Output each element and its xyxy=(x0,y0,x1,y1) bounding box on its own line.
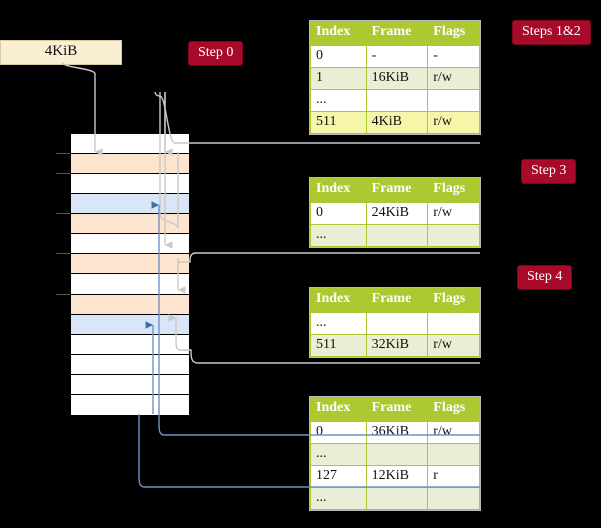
memory-tick xyxy=(56,173,70,175)
column-header-flags: Flags xyxy=(427,397,480,422)
column-header-frame: Frame xyxy=(365,21,429,46)
cell-index: ... xyxy=(310,89,367,112)
memory-row-free xyxy=(71,274,189,295)
cell-flags: - xyxy=(427,45,480,68)
cell-frame xyxy=(365,224,429,247)
cell-index: 0 xyxy=(310,202,367,225)
cell-flags: r/w xyxy=(427,202,480,225)
column-header-frame: Frame xyxy=(365,288,429,313)
cell-flags: r/w xyxy=(427,334,480,357)
cell-index: ... xyxy=(310,312,367,335)
column-header-frame: Frame xyxy=(365,178,429,203)
wire-step3-in xyxy=(178,252,480,263)
cell-index: ... xyxy=(310,487,367,510)
table-row: ... xyxy=(310,312,480,335)
cell-flags: r xyxy=(427,465,480,488)
cell-frame: 16KiB xyxy=(365,67,429,90)
memory-row-table xyxy=(71,314,189,335)
memory-row-free xyxy=(71,234,189,255)
cell-frame xyxy=(365,487,429,510)
table-row: ... xyxy=(310,224,480,247)
column-header-index: Index xyxy=(310,21,367,46)
memory-row-frame xyxy=(71,294,189,315)
cell-index: 511 xyxy=(310,334,367,357)
memory-tick xyxy=(56,293,70,295)
cell-frame xyxy=(365,312,429,335)
column-header-flags: Flags xyxy=(427,178,480,203)
cell-index: 511 xyxy=(310,111,367,134)
cell-flags xyxy=(427,443,480,466)
cell-flags xyxy=(427,89,480,112)
cell-index: 0 xyxy=(310,421,367,444)
cell-frame: 12KiB xyxy=(365,465,429,488)
physical-memory-column xyxy=(70,133,190,415)
cell-index: 0 xyxy=(310,45,367,68)
cell-frame: 24KiB xyxy=(365,202,429,225)
column-header-flags: Flags xyxy=(427,21,480,46)
cell-flags: r/w xyxy=(427,67,480,90)
memory-row-frame xyxy=(71,254,189,275)
column-header-frame: Frame xyxy=(365,397,429,422)
cell-frame: 32KiB xyxy=(365,334,429,357)
cell-flags: r/w xyxy=(427,111,480,134)
memory-row-frame xyxy=(71,154,189,175)
cell-frame xyxy=(365,443,429,466)
table-row: ... xyxy=(310,443,480,466)
badge-step-0: Step 0 xyxy=(188,41,244,66)
memory-row-free xyxy=(71,394,189,415)
cell-index: 1 xyxy=(310,67,367,90)
cell-index: ... xyxy=(310,224,367,247)
column-header-index: Index xyxy=(310,178,367,203)
cell-frame: - xyxy=(365,45,429,68)
memory-row-table xyxy=(71,194,189,215)
memory-row-free xyxy=(71,334,189,355)
memory-tick xyxy=(56,253,70,255)
memory-row-free xyxy=(71,174,189,195)
cell-index: ... xyxy=(310,443,367,466)
badge-step-4: Step 4 xyxy=(517,265,573,290)
cell-frame xyxy=(365,89,429,112)
table-row: 0-- xyxy=(310,45,480,68)
memory-row-free xyxy=(71,134,189,155)
cell-frame: 36KiB xyxy=(365,421,429,444)
table-row: ... xyxy=(310,487,480,510)
cell-flags xyxy=(427,312,480,335)
memory-row-free xyxy=(71,374,189,395)
memory-row-free xyxy=(71,354,189,375)
cell-flags xyxy=(427,487,480,510)
column-header-index: Index xyxy=(310,397,367,422)
badge-step-3: Step 3 xyxy=(521,159,577,184)
source-frame-box: 4KiB xyxy=(0,40,122,65)
badge-steps-1-and-2: Steps 1&2 xyxy=(512,20,591,45)
memory-tick xyxy=(56,213,70,215)
column-header-flags: Flags xyxy=(427,288,480,313)
cell-flags: r/w xyxy=(427,421,480,444)
memory-row-frame xyxy=(71,214,189,235)
column-header-index: Index xyxy=(310,288,367,313)
cell-flags xyxy=(427,224,480,247)
cell-frame: 4KiB xyxy=(365,111,429,134)
table-row: ... xyxy=(310,89,480,112)
memory-tick xyxy=(56,153,70,155)
cell-index: 127 xyxy=(310,465,367,488)
